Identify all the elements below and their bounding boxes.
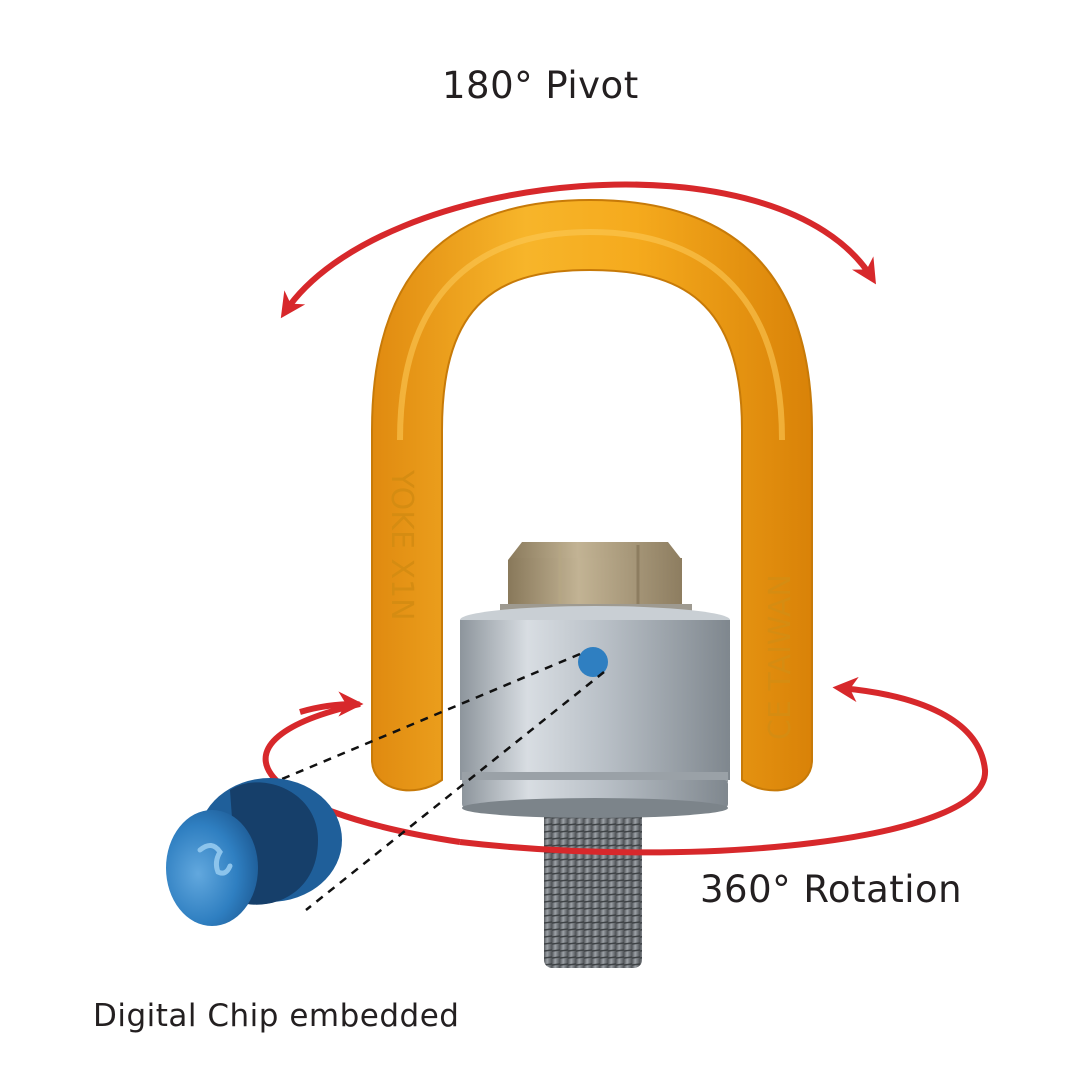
threaded-bolt [544, 800, 642, 968]
engraving-left: YOKE X1N [384, 469, 419, 621]
rotation-arrow-front [459, 676, 989, 856]
engraving-right: CE TAIWAN [763, 574, 798, 740]
rotation-arrow-back [262, 701, 461, 845]
pivot-label: 180° Pivot [442, 64, 639, 107]
yellow-shackle [371, 198, 813, 792]
chip-dot [578, 647, 608, 677]
swivel-body [460, 606, 730, 818]
rotation-label: 360° Rotation [700, 868, 963, 911]
hex-nut [500, 542, 692, 612]
chip-projection-lines [231, 652, 605, 911]
rotation-arrow-start [299, 691, 364, 717]
pivot-arrow [280, 181, 877, 319]
chip-label: Digital Chip embedded [93, 998, 460, 1034]
digital-chip [166, 778, 342, 926]
